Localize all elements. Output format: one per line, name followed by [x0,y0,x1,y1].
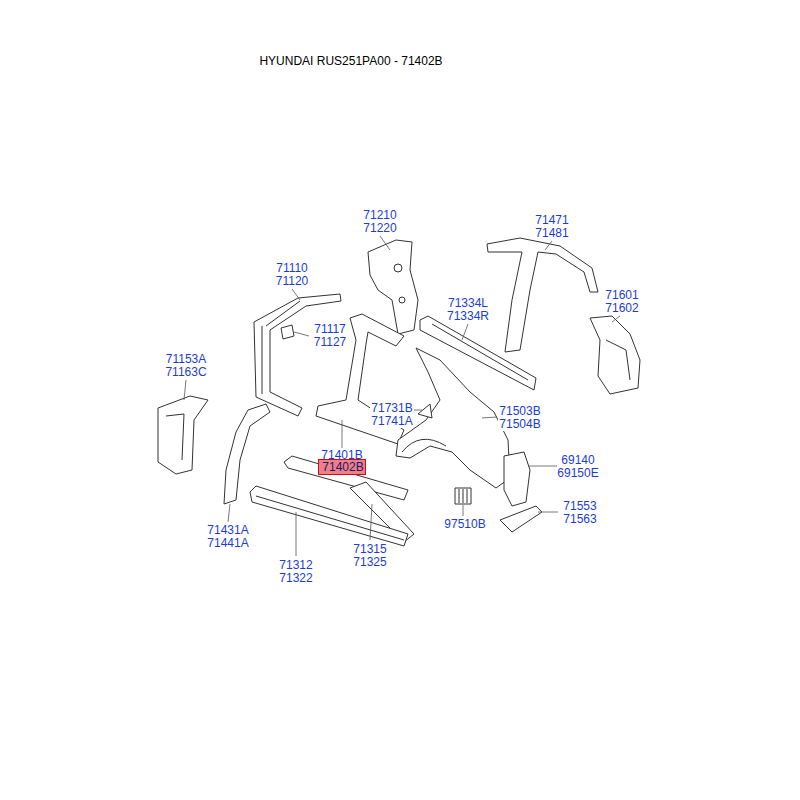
part-number: 71731B [370,402,413,415]
part-number: 71601 [604,289,639,302]
grille-slats [459,489,467,503]
gusset [418,404,432,418]
part-number: 71153A [165,353,207,366]
part-number: 71441A [206,537,249,550]
leader-line [296,512,297,556]
bracket [281,325,294,339]
rocker-inner [284,456,408,500]
part-number: 71563 [562,513,597,526]
part-number: 69150E [556,467,599,480]
part-number: 71553 [562,500,597,513]
part-number: 71210 [362,209,397,222]
lower-bracket [500,506,542,532]
part-number: 71315 [352,543,387,556]
front-inner-detail [166,414,184,460]
part-number: 71325 [352,556,387,569]
side-sill-detail [256,496,404,540]
part-number: 71334L [447,297,489,310]
panel-hole [399,297,405,303]
panel-hole [394,264,402,272]
vent-grille [455,488,471,504]
leader-line [370,504,372,540]
part-number: 71402B [322,461,361,474]
roof-rail [487,238,598,352]
part-number: 71503B [498,405,541,418]
part-number: 71312 [278,559,313,572]
part-number: 71110 [275,262,309,275]
leader-line [528,466,557,467]
highlighted-part-box: 71402B [318,459,365,475]
part-number: 97510B [443,518,486,531]
front-pillar-panel [254,294,341,416]
leader-line [612,316,620,322]
part-number: 71471 [534,214,569,227]
part-number: 71322 [278,572,313,585]
part-number: 71431A [206,524,249,537]
rear-inner-detail [606,340,630,380]
rear-extension [504,452,530,506]
part-number: 71220 [362,222,397,235]
leader-line [292,289,300,300]
leader-line [463,505,464,516]
part-number: 71120 [275,275,309,288]
part-number: 71741A [370,415,413,428]
leader-line [184,380,186,400]
rear-inner-panel [590,316,640,394]
leader-line [228,504,230,522]
part-number: 71481 [534,227,569,240]
part-number: 71127 [313,336,347,349]
diagram-title: HYUNDAI RUS251PA00 - 71402B [259,54,442,68]
center-pillar-inner [368,240,418,334]
leader-line [342,420,343,448]
leader-line [380,236,390,250]
front-inner-panel [158,396,208,474]
leader-line [294,332,309,336]
leader-line [538,512,558,513]
side-sill-outer [250,486,408,546]
leader-line [482,417,497,418]
wheel-arch [402,439,446,452]
leader-line [545,241,552,250]
leader-line [462,324,468,340]
part-number: 71163C [164,366,207,379]
part-number: 71117 [313,323,347,336]
front-pillar-edge [262,301,300,394]
leader-line [413,410,422,411]
part-number: 71602 [604,302,639,315]
part-number: 71334R [446,310,490,323]
part-number: 71504B [498,418,541,431]
part-number: 69140 [560,454,595,467]
